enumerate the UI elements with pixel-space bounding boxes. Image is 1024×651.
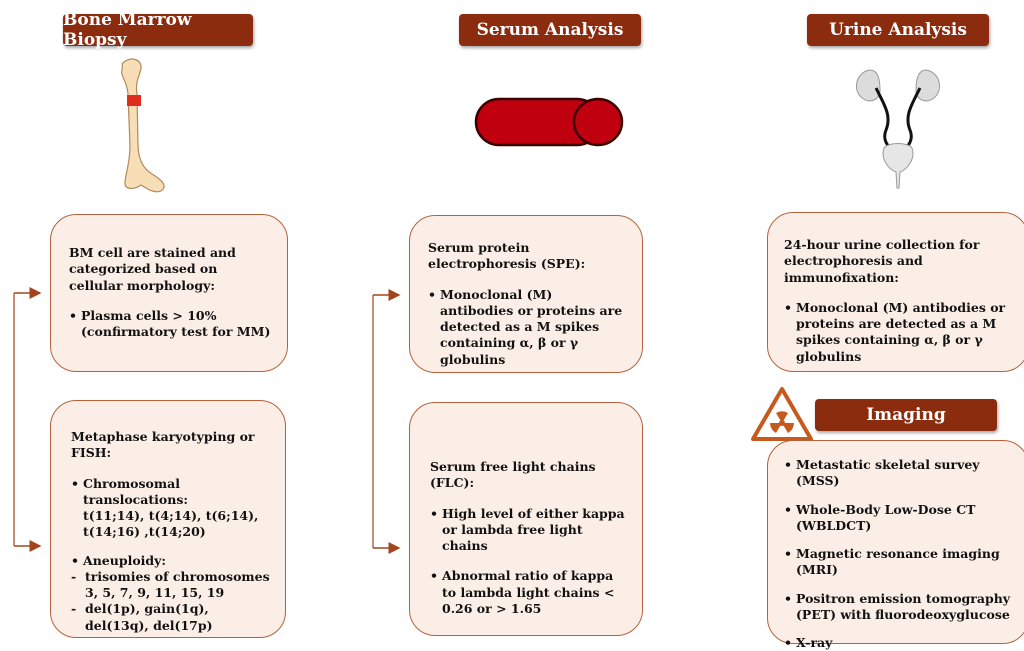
imaging-box: • Metastatic skeletal survey (MSS) • Who… <box>767 440 1024 650</box>
list-item: • Monoclonal (M) antibodies or proteins … <box>784 300 1012 365</box>
list-item: • Aneuploidy: <box>71 552 167 568</box>
test-tube-icon <box>474 97 624 147</box>
imaging-item-wbldct: Whole-Body Low-Dose CT (WBLDCT) <box>796 501 976 533</box>
urine-detail: Monoclonal (M) antibodies or proteins ar… <box>796 299 1006 364</box>
confirmatory-text: (confirmatory test for MM) <box>81 324 271 339</box>
spe-title: Serum protein electrophoresis (SPE): <box>428 240 586 272</box>
flc-item-high-level: High level of either kappa or lambda fre… <box>442 505 625 554</box>
flc-item-ratio: Abnormal ratio of kappa to lambda light … <box>442 568 615 616</box>
imaging-item-xray: X-ray <box>796 635 833 650</box>
aneuploidy-label: Aneuploidy: <box>83 552 167 568</box>
translocations-list: t(11;14), t(4;14), t(6;14), t(14;16) ,t(… <box>83 508 259 540</box>
flc-title: Serum free light chains (FLC): <box>430 459 596 491</box>
spe-detail: Monoclonal (M) antibodies or proteins ar… <box>440 286 623 367</box>
serum-flc-box: Serum free light chains (FLC): • High le… <box>409 402 643 636</box>
list-item: - del(1p), gain(1q), del(13q), del(17p) <box>71 601 271 634</box>
bm-morphology-title: BM cell are stained and categorized base… <box>69 245 236 293</box>
deletions-text: del(1p), gain(1q), del(13q), del(17p) <box>85 601 213 633</box>
list-item: • Positron emission tomography (PET) wit… <box>784 591 1020 624</box>
list-item: • X-ray <box>784 635 833 650</box>
imaging-item-mss: Metastatic skeletal survey (MSS) <box>796 457 980 489</box>
translocations-label: Chromosomal translocations: <box>83 475 188 507</box>
list-item: • High level of either kappa or lambda f… <box>430 506 628 555</box>
list-item: • Magnetic resonance imaging (MRI) <box>784 546 1020 579</box>
header-bone-marrow: Bone Marrow Biopsy <box>63 10 253 50</box>
imaging-item-pet: Positron emission tomography (PET) with … <box>796 590 1011 622</box>
list-item: • Monoclonal (M) antibodies or proteins … <box>428 287 628 368</box>
list-item: • Chromosomal translocations: <box>71 476 271 509</box>
list-item: • Whole-Body Low-Dose CT (WBLDCT) <box>784 502 1020 535</box>
urine-title: 24-hour urine collection for electrophor… <box>784 237 980 285</box>
header-imaging: Imaging <box>815 399 997 431</box>
header-serum: Serum Analysis <box>459 14 641 46</box>
imaging-item-mri: Magnetic resonance imaging (MRI) <box>796 546 1000 578</box>
urinary-system-icon <box>855 69 941 189</box>
list-item: • Abnormal ratio of kappa to lambda ligh… <box>430 568 628 617</box>
list-item: • Plasma cells > 10% <box>69 307 217 323</box>
trisomies-text: trisomies of chromosomes 3, 5, 7, 9, 11,… <box>85 568 270 600</box>
radiation-hazard-icon <box>751 387 813 441</box>
karyotyping-title: Metaphase karyotyping or FISH: <box>71 429 255 461</box>
plasma-cells-text: Plasma cells > 10% <box>81 307 217 323</box>
bm-karyotyping-box: Metaphase karyotyping or FISH: • Chromos… <box>50 400 286 638</box>
header-urine: Urine Analysis <box>807 14 989 46</box>
list-item: • Metastatic skeletal survey (MSS) <box>784 457 1020 490</box>
list-item: - trisomies of chromosomes 3, 5, 7, 9, 1… <box>71 568 270 600</box>
serum-spe-box: Serum protein electrophoresis (SPE): • M… <box>409 215 643 373</box>
bm-morphology-box: BM cell are stained and categorized base… <box>50 214 288 372</box>
bone-icon <box>121 58 165 193</box>
urine-box: 24-hour urine collection for electrophor… <box>767 212 1024 372</box>
